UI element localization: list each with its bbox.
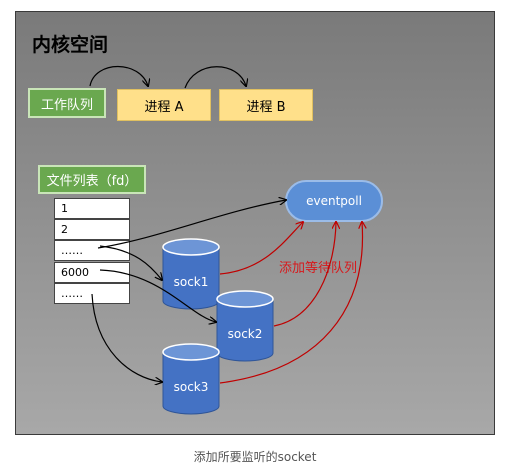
sock2-to-eventpoll-arrow [273,222,336,327]
eventpoll-label: eventpoll [306,194,362,208]
sock1-to-eventpoll-arrow [219,222,303,275]
work-queue-label: 工作队列 [40,97,93,113]
process-a-box: 进程 A [117,89,211,121]
fd-to-eventpoll-arrow [97,200,286,249]
kernel-space-title: 内核空间 [32,34,109,56]
fd-to-sock3-arrow [91,293,162,382]
sock2-label: sock2 [227,327,263,341]
fd-row: …… [54,283,130,304]
file-list-label: 文件列表（fd） [46,174,138,189]
process-b-label: 进程 B [246,99,286,115]
sock2-cylinder [216,290,274,362]
queue-to-process-a-arrow [89,65,148,87]
fd-row: 6000 [54,262,130,283]
sock3-to-eventpoll-arrow [219,222,363,384]
fd-to-sock1-arrow [99,245,162,280]
add-wait-queue-label: 添加等待队列 [279,261,358,276]
fd-row: 2 [54,219,130,240]
fd-row: 1 [54,198,130,219]
sock1-cylinder [162,238,220,310]
eventpoll-node: eventpoll [285,180,383,222]
process-a-label: 进程 A [144,99,184,115]
figure-caption: 添加所要监听的socket [193,450,317,464]
file-list-box: 文件列表（fd） [38,165,146,194]
sock3-cylinder [162,343,220,415]
fd-6000-to-sock2-arrow [99,269,216,322]
process-a-to-b-arrow [184,66,246,89]
sock3-label: sock3 [173,380,209,394]
work-queue-box: 工作队列 [28,88,106,118]
process-b-box: 进程 B [219,89,313,121]
sock1-label: sock1 [173,275,209,289]
